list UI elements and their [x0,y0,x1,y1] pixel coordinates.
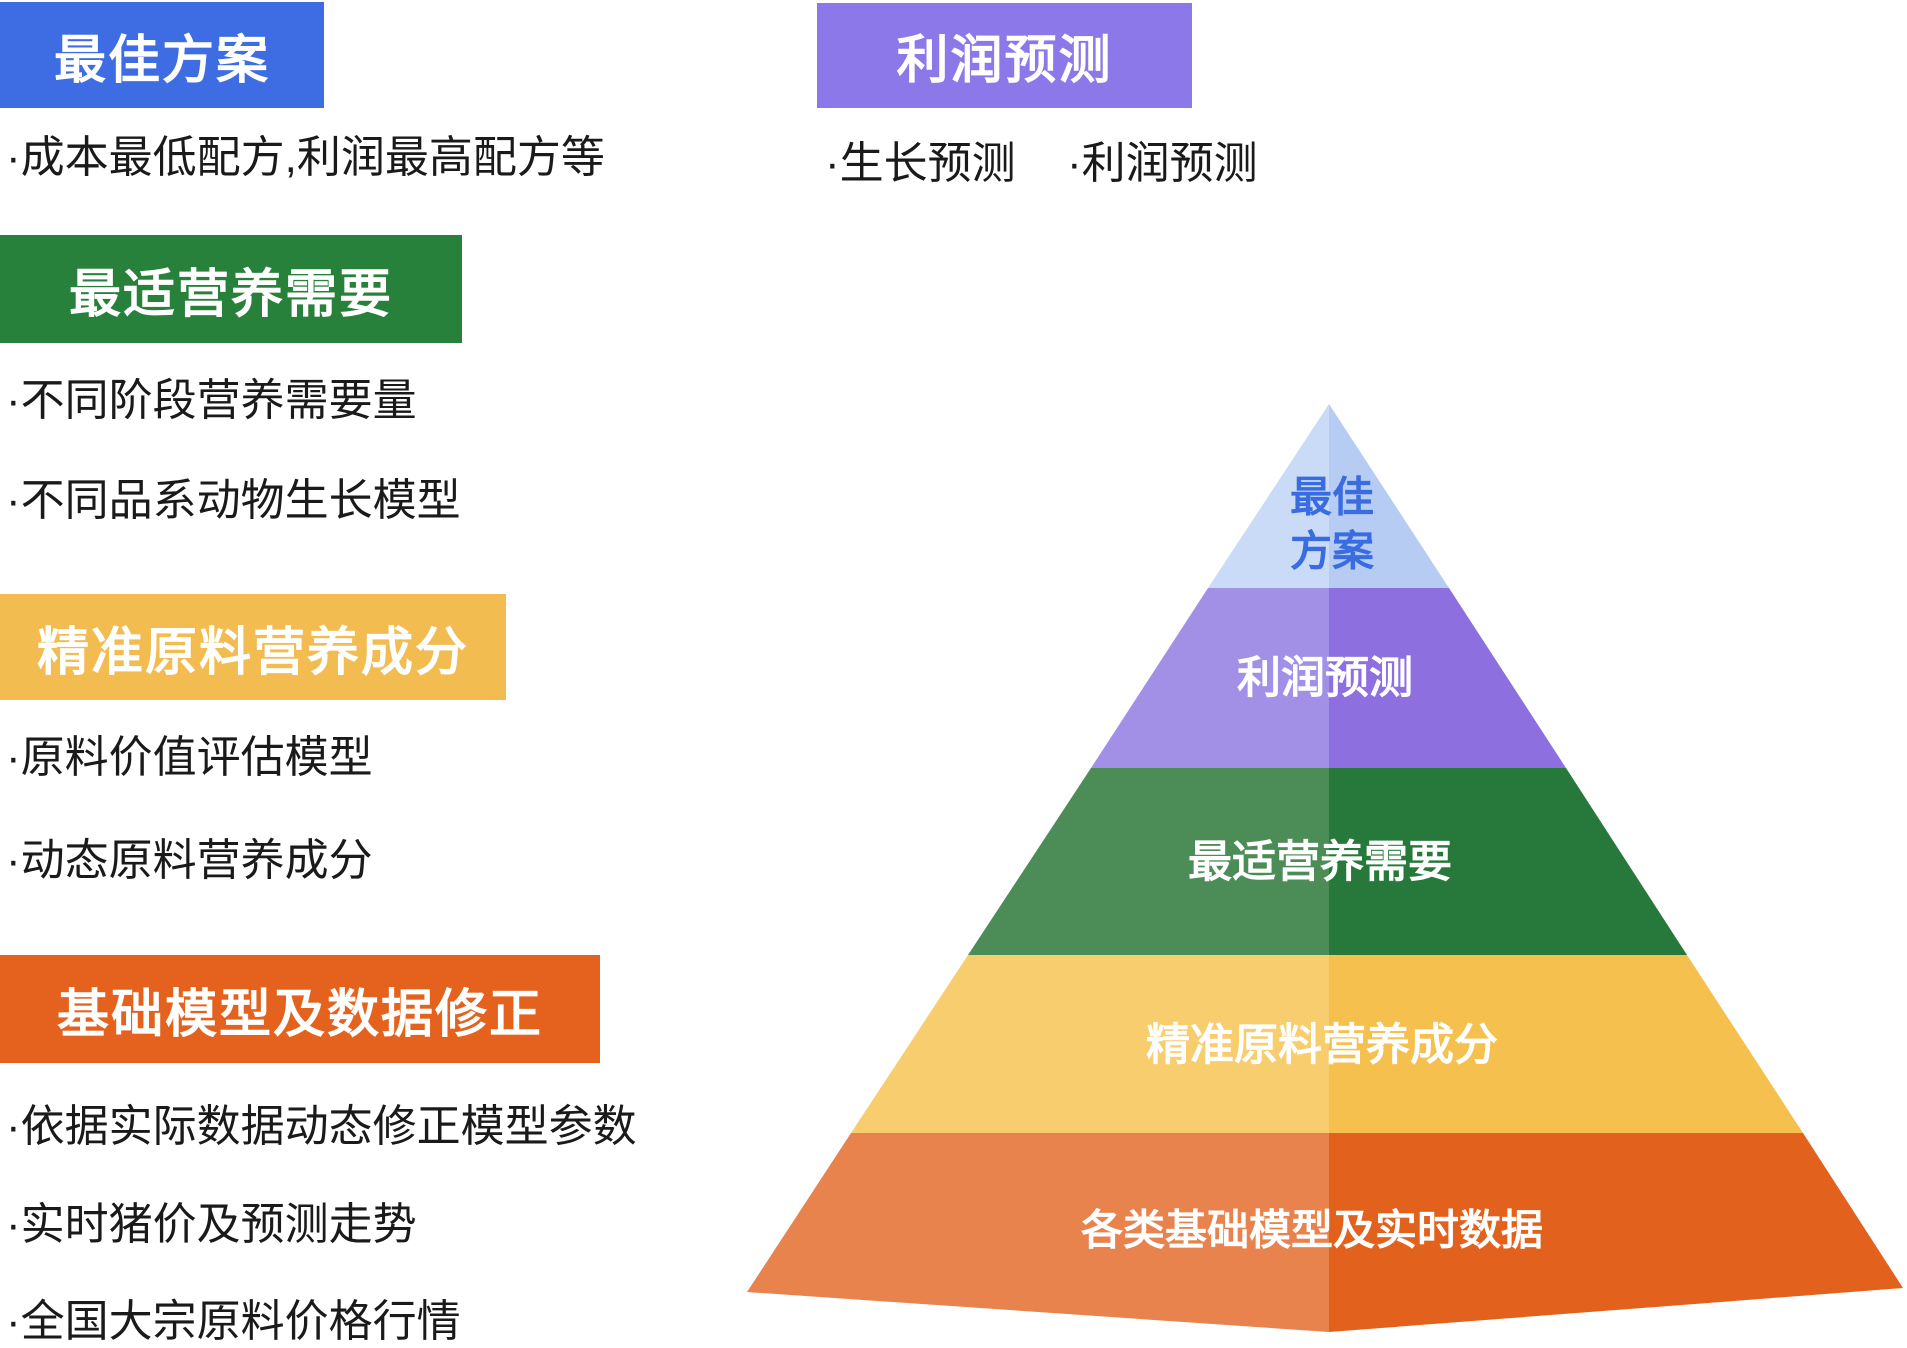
pyramid-level-4-right-face [1329,955,1803,1133]
pyramid-level-1-label-line2: 方案 [1290,528,1375,575]
pyramid-level-4-label: 精准原料营养成分 [1146,1021,1498,1070]
bullet-base-model-1: ·依据实际数据动态修正模型参数 [6,1102,637,1151]
bullet-profit-forecast-1: ·生长预测 [825,139,1016,188]
pyramid-level-3-label: 最适营养需要 [1188,838,1452,887]
pyramid-level-2-left-face [1091,588,1329,768]
pyramid-level-5-label: 各类基础模型及实时数据 [1081,1207,1543,1254]
pyramid-level-5-right-face [1329,1133,1903,1332]
pyramid-level-5-left-face [747,1133,1329,1332]
pyramid-level-2-label: 利润预测 [1237,654,1413,703]
pyramid-level-1-left-face [1208,404,1329,588]
bullet-precise-ingredient-1: ·原料价值评估模型 [6,733,373,782]
bullet-precise-ingredient-2: ·动态原料营养成分 [6,836,373,885]
pyramid-level-1-label-line1: 最佳 [1290,474,1374,521]
pyramid-level-2-right-face [1329,588,1566,768]
bullet-optimal-nutrition-1: ·不同阶段营养需要量 [6,376,417,425]
pyramid-level-1-right-face [1329,404,1449,588]
bullet-profit-forecast-2: ·利润预测 [1067,139,1258,188]
bullet-base-model-3: ·全国大宗原料价格行情 [6,1297,461,1346]
section-header-optimal-nutrition: 最适营养需要 [0,235,462,343]
pyramid-level-4-left-face [851,955,1329,1133]
bullet-base-model-2: ·实时猪价及预测走势 [6,1200,417,1249]
section-header-profit-forecast: 利润预测 [817,3,1192,108]
section-header-base-model-correction: 基础模型及数据修正 [0,955,600,1063]
section-header-best-plan: 最佳方案 [0,2,324,108]
bullet-best-plan-1: ·成本最低配方,利润最高配方等 [6,133,605,182]
bullet-optimal-nutrition-2: ·不同品系动物生长模型 [6,476,461,525]
pyramid-level-3-left-face [968,768,1329,955]
pyramid-level-3-right-face [1329,768,1687,955]
section-header-precise-ingredient: 精准原料营养成分 [0,594,506,700]
